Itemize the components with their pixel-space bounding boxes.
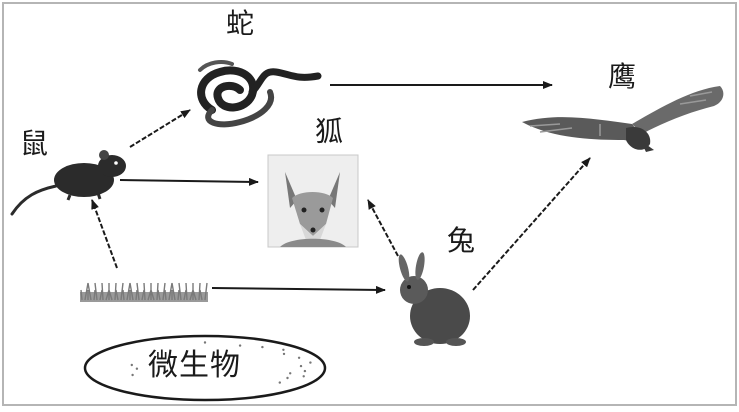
label-fox: 狐 <box>315 115 344 148</box>
snake-icon <box>197 60 322 128</box>
label-snake: 蛇 <box>226 7 255 40</box>
label-rabbit: 兔 <box>447 224 476 257</box>
arrow-grass-to-rabbit <box>211 285 386 294</box>
rabbit-icon <box>398 252 470 346</box>
microbes-ellipse <box>83 334 327 402</box>
label-mouse: 鼠 <box>20 127 49 160</box>
mouse-icon <box>10 150 126 216</box>
arrow-rabbit-to-eagle <box>472 157 591 291</box>
fox-icon <box>267 154 359 248</box>
diagram-border <box>2 2 737 406</box>
arrow-grass-to-mouse <box>91 199 118 269</box>
label-microbes: 微生物 <box>148 348 241 383</box>
arrow-mouse-to-fox <box>119 177 259 186</box>
label-eagle: 鹰 <box>608 60 637 93</box>
arrow-rabbit-to-fox <box>367 199 399 257</box>
grass-icon <box>80 282 208 302</box>
arrow-mouse-to-snake <box>129 109 191 148</box>
eagle-icon <box>522 86 724 152</box>
